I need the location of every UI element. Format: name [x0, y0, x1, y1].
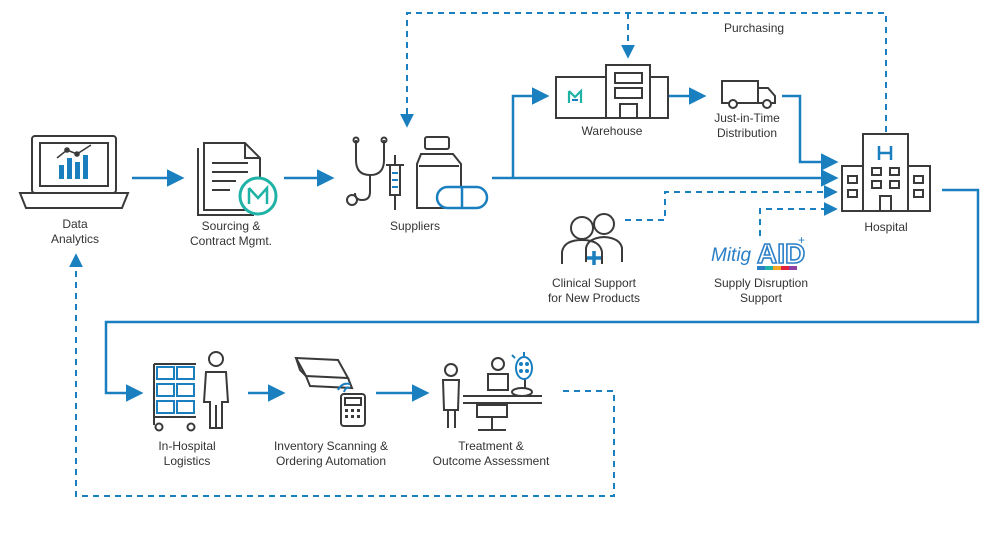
label-inventory-scanning: Inventory Scanning & Ordering Automation: [273, 439, 389, 468]
scanner-bin-icon: [294, 356, 366, 427]
label-jit-distribution: Just-in-Time Distribution: [714, 111, 780, 140]
cart-and-person-icon: [153, 351, 230, 432]
label-sourcing: Sourcing & Contract Mgmt.: [189, 219, 273, 248]
laptop-chart-icon: [18, 135, 130, 209]
mitig-logo-prefix: Mitig: [711, 245, 752, 266]
dashed-flow-arrows: [69, 12, 887, 497]
surgery-team-icon: [441, 352, 542, 431]
label-suppliers: Suppliers: [389, 219, 441, 233]
hospital-icon: [841, 133, 931, 212]
mitig-logo-plus: +: [798, 233, 805, 247]
warehouse-icon: [555, 64, 669, 119]
contract-document-icon: [197, 142, 278, 216]
label-warehouse: Warehouse: [581, 124, 643, 138]
delivery-truck-icon: [721, 80, 776, 109]
medical-supplies-icon: [346, 136, 489, 210]
label-hospital: Hospital: [864, 220, 908, 234]
solid-flow-arrows: [104, 87, 980, 402]
label-purchasing: Purchasing: [724, 21, 785, 35]
label-data-analytics: Data Analytics: [50, 217, 100, 246]
label-treatment: Treatment & Outcome Assessment: [432, 439, 550, 468]
mitig-logo-suffix: AID: [757, 238, 805, 269]
label-in-hospital-logistics: In-Hospital Logistics: [158, 439, 216, 468]
clinical-staff-icon: [561, 213, 623, 265]
label-clinical-support: Clinical Support for New Products: [547, 276, 641, 305]
mitigaid-logo: Mitig AID +: [711, 226, 811, 276]
label-supply-disruption: Supply Disruption Support: [713, 276, 809, 305]
